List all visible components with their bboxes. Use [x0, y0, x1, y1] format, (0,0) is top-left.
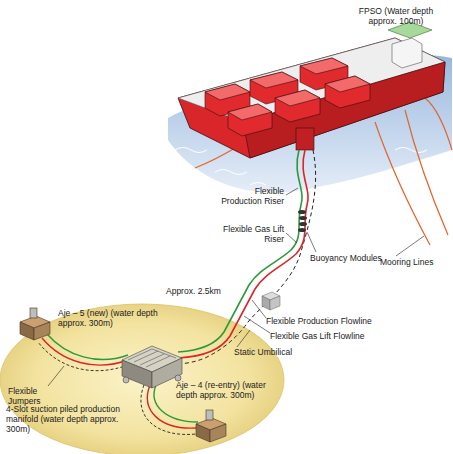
callout-label: Mooring Lines: [380, 257, 448, 267]
callout-label: Aje – 4 (re-entry) (water depth approx. …: [176, 380, 276, 400]
midwater-structure: [262, 292, 280, 310]
callout-label: FPSO (Water depth approx. 100m): [348, 6, 444, 26]
callout-label: Flexible Jumpers: [8, 386, 58, 406]
jumper-aje5-gas: [47, 334, 128, 359]
seabed-area: [0, 304, 284, 454]
buoyancy-modules: [298, 210, 307, 232]
jumper-aje5-umbilical: [38, 342, 128, 371]
callout-label: 4-Slot suction piled production manifold…: [6, 404, 134, 434]
callout-label: Aje – 5 (new) (water depth approx. 300m): [58, 308, 168, 328]
callout-label: Flexible Production Riser: [214, 186, 284, 206]
callout-label: Flexible Production Flowline: [266, 316, 386, 326]
callout-label: Static Umbilical: [234, 347, 314, 357]
aje5-wellhead: [20, 308, 50, 340]
callout-label: Flexible Gas Lift Riser: [214, 224, 284, 244]
fpso-vessel: [178, 22, 445, 158]
callout-label: Flexible Gas Lift Flowline: [270, 331, 380, 341]
wave-marks: [175, 148, 427, 186]
production-line: [178, 150, 308, 358]
production-manifold: [122, 346, 182, 388]
callout-label: Approx. 2.5km: [166, 286, 236, 296]
callout-label: Buoyancy Modules: [310, 253, 390, 263]
leader-lines: [48, 188, 424, 386]
aje4-wellhead: [196, 410, 226, 442]
